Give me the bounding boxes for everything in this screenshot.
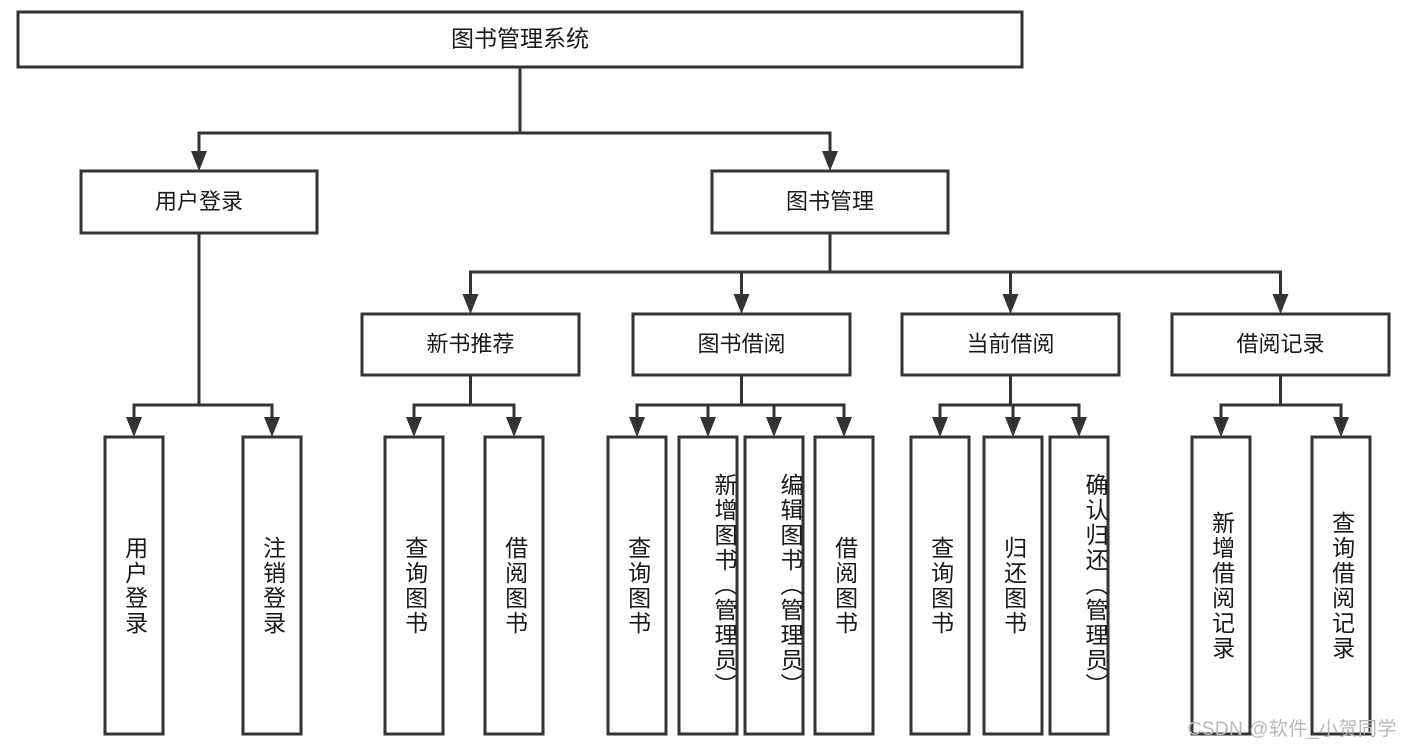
arrow-head-icon: [1005, 417, 1021, 437]
leaf-node-4-box[interactable]: [606, 435, 668, 736]
arrow-head-icon: [406, 417, 422, 437]
level3-node-1-box[interactable]: [631, 312, 852, 377]
csdn-watermark: CSDN @软件_小贺同学: [1187, 719, 1397, 740]
level3-node-0-box[interactable]: [360, 312, 581, 377]
arrow-head-icon: [126, 417, 142, 437]
boxes-layer: [16, 10, 1391, 736]
leaf-node-6-box[interactable]: [743, 435, 805, 736]
level2-node-1-label: 图书管理: [786, 189, 874, 214]
arrow-head-icon: [506, 417, 522, 437]
leaf-node-1-box[interactable]: [241, 435, 303, 736]
arrow-head-icon: [264, 417, 280, 437]
level3-node-0-label: 新书推荐: [426, 331, 514, 356]
arrow-head-icon: [733, 294, 750, 314]
connectors-layer: [126, 65, 1349, 437]
leaf-node-2-box[interactable]: [383, 435, 445, 736]
arrow-head-icon: [822, 151, 838, 171]
level3-node-3-label: 借阅记录: [1236, 331, 1324, 356]
arrow-head-icon: [1071, 417, 1087, 437]
arrow-head-icon: [1213, 417, 1229, 437]
arrow-head-icon: [191, 151, 207, 171]
leaf-node-5-box[interactable]: [677, 435, 739, 736]
level3-node-1-label: 图书借阅: [697, 331, 785, 356]
level3-node-2-box[interactable]: [900, 312, 1121, 377]
level2-node-0-label: 用户登录: [155, 189, 243, 214]
level3-node-2-label: 当前借阅: [966, 331, 1054, 356]
leaf-node-10-box[interactable]: [1048, 435, 1110, 736]
arrow-head-icon: [700, 417, 716, 437]
leaf-node-9-box[interactable]: [982, 435, 1044, 736]
leaf-node-11-box[interactable]: [1190, 435, 1252, 736]
leaf-node-0-box[interactable]: [103, 435, 165, 736]
arrow-head-icon: [766, 417, 782, 437]
level2-node-0-box[interactable]: [79, 169, 319, 235]
arrow-head-icon: [1272, 294, 1289, 314]
leaf-node-8-box[interactable]: [909, 435, 971, 736]
arrow-head-icon: [629, 417, 645, 437]
level2-node-1-box[interactable]: [710, 169, 950, 235]
level3-node-3-box[interactable]: [1170, 312, 1391, 377]
arrow-head-icon: [836, 417, 852, 437]
arrow-head-icon: [1002, 294, 1019, 314]
arrow-head-icon: [462, 294, 479, 314]
leaf-node-3-box[interactable]: [483, 435, 545, 736]
root-node-box[interactable]: [16, 10, 1024, 69]
leaf-node-7-box[interactable]: [813, 435, 875, 736]
arrow-head-icon: [1333, 417, 1349, 437]
arrow-head-icon: [932, 417, 948, 437]
leaf-node-12-box[interactable]: [1310, 435, 1372, 736]
root-node-label: 图书管理系统: [451, 26, 589, 52]
